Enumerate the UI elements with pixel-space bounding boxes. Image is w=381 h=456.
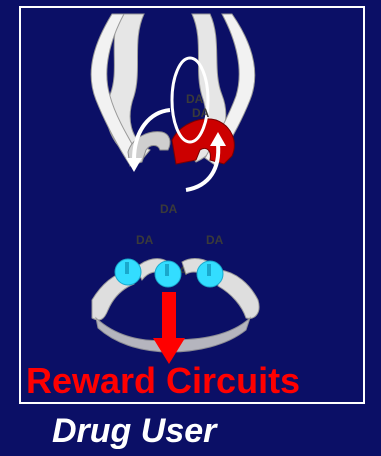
dopamine-label: DA	[192, 106, 210, 120]
reuptake-arrowhead-left	[126, 158, 142, 172]
receptor-left-notch	[125, 262, 129, 274]
receptor-right-notch	[207, 264, 211, 276]
postsynaptic-membrane-right	[218, 270, 259, 318]
dopamine-label: DA	[206, 233, 224, 247]
caption-drug-user: Drug User	[52, 412, 216, 451]
dopamine-label: DA	[136, 233, 154, 247]
dopamine-label: DA	[186, 92, 204, 106]
dopamine-receptors	[115, 259, 223, 287]
signal-arrow-down	[153, 292, 185, 364]
receptor-center-notch	[165, 264, 169, 276]
dopamine-label: DA	[160, 202, 178, 216]
reward-circuits-label: Reward Circuits	[26, 360, 300, 402]
signal-arrow-shaft	[162, 292, 176, 340]
